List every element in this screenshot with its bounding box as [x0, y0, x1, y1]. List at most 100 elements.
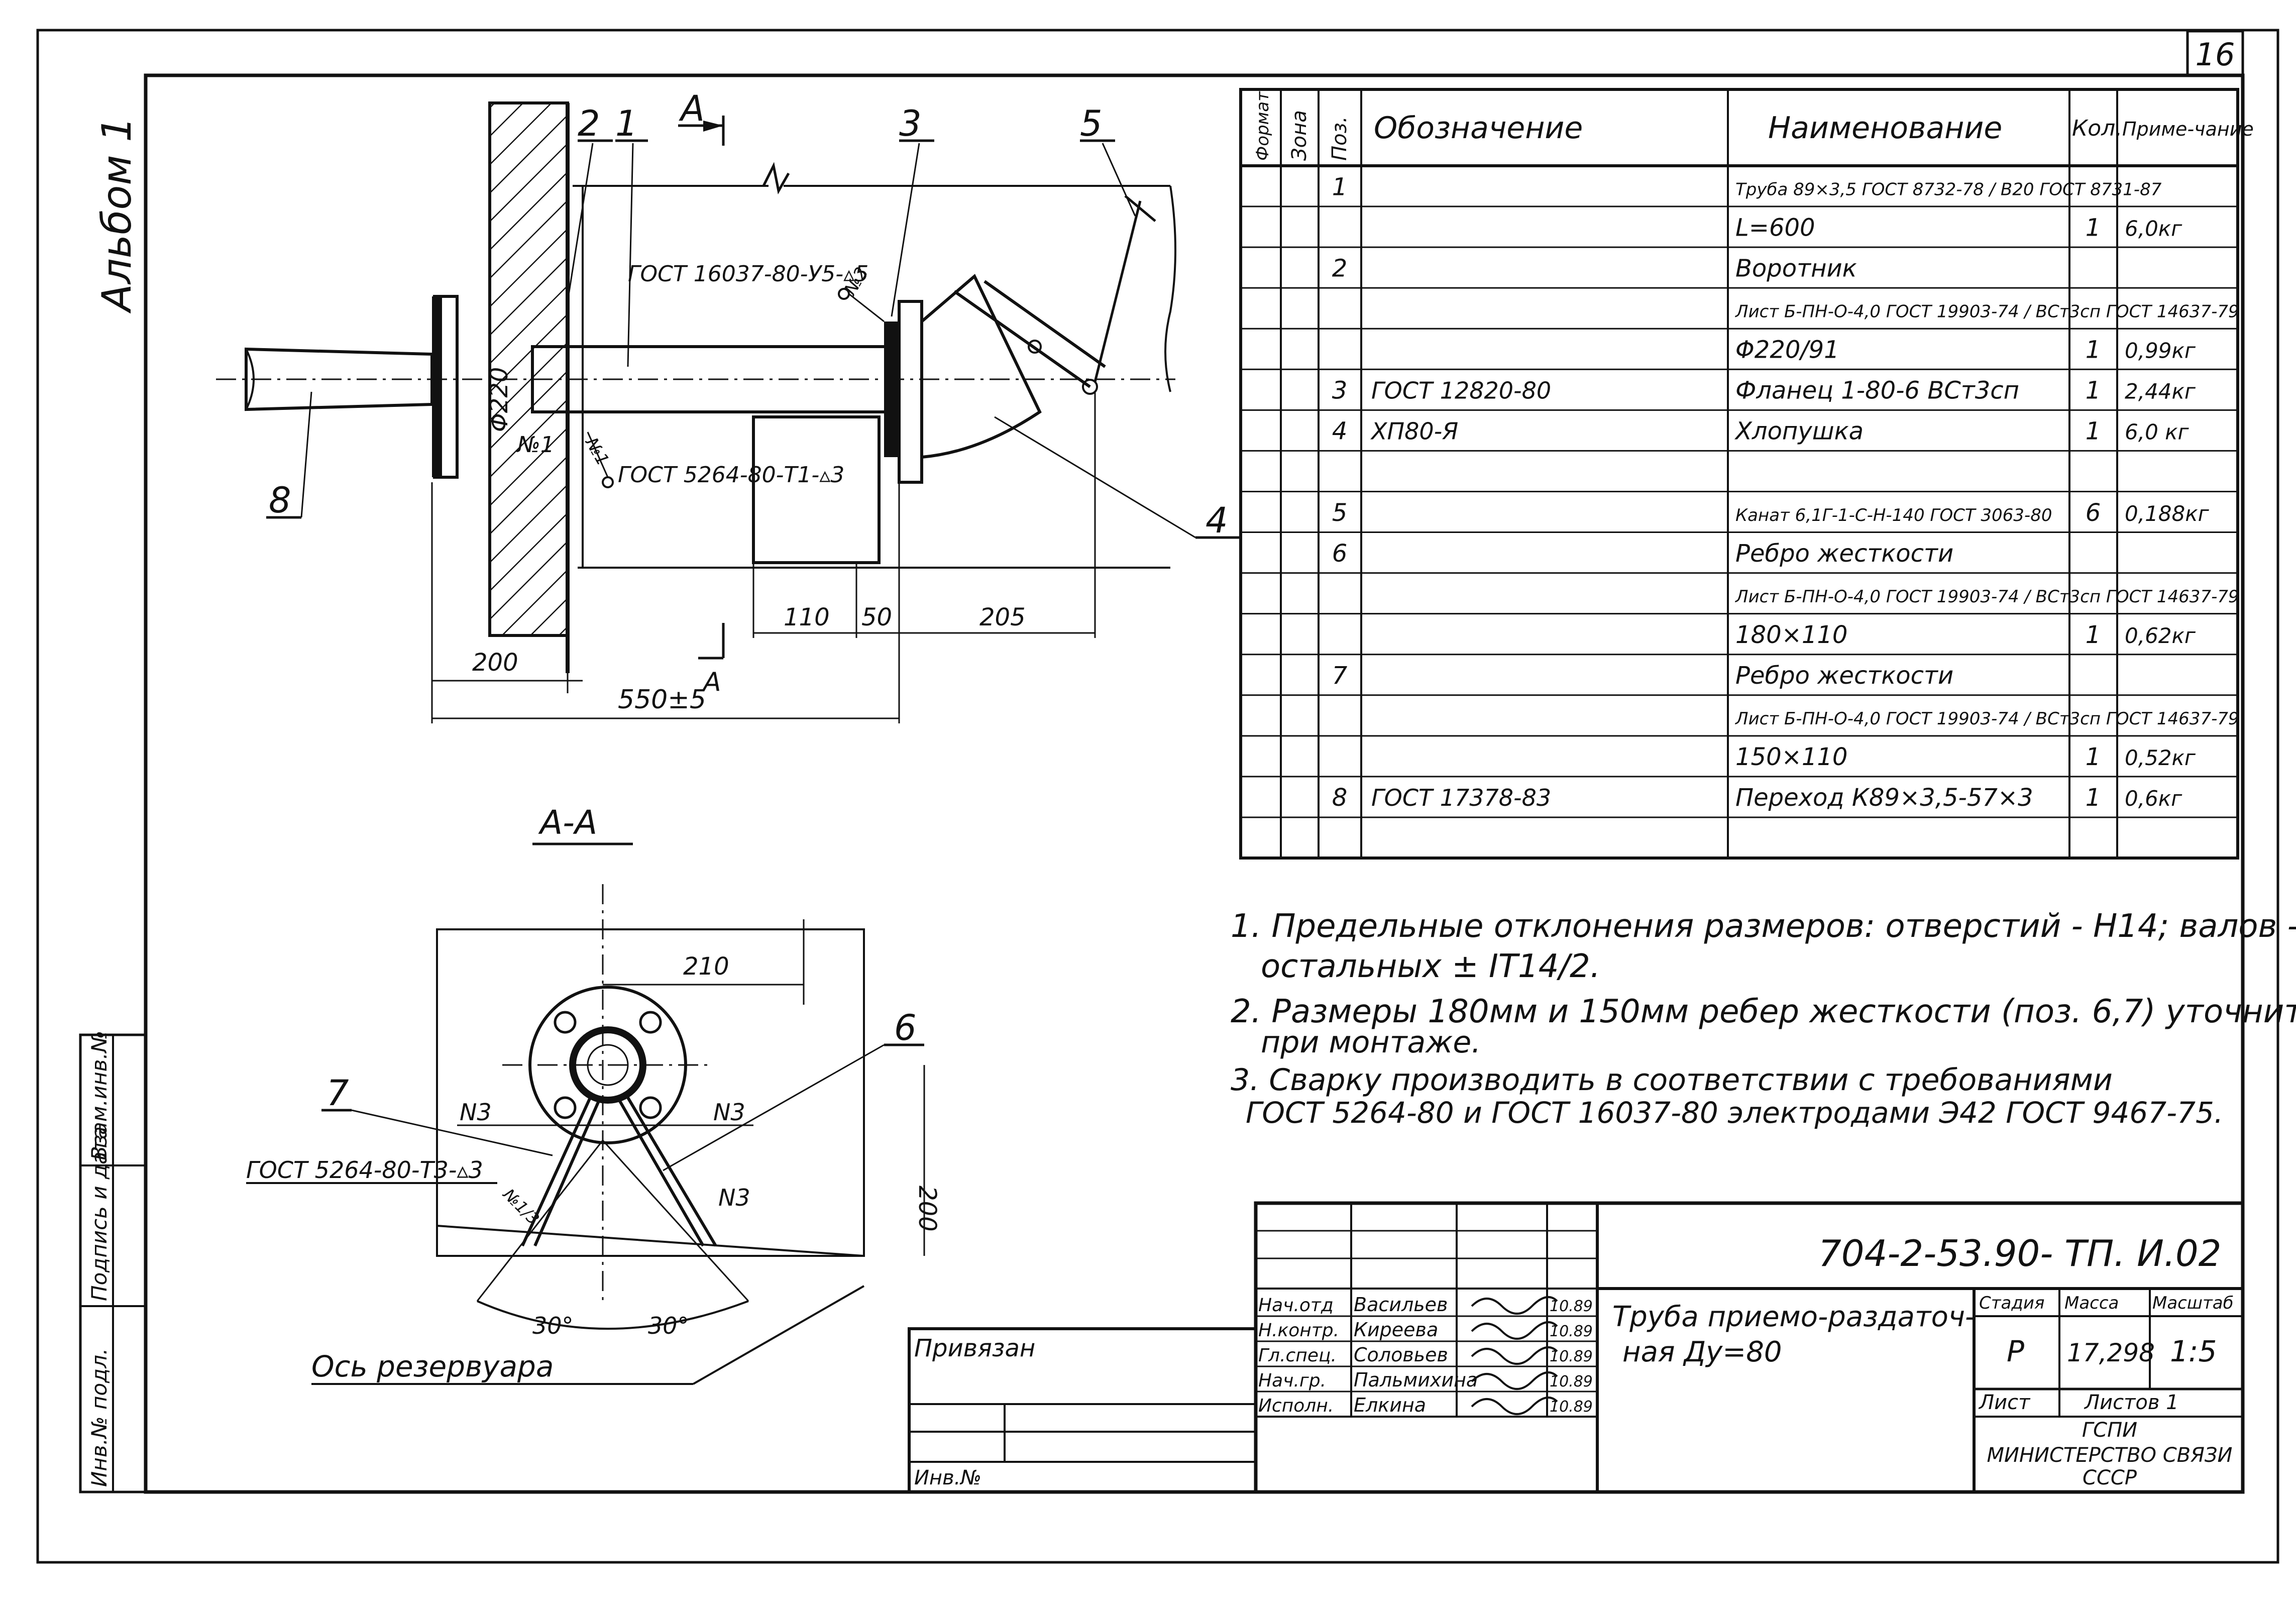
table-cell-qty: 1 — [2086, 377, 2101, 405]
table-cell-name: Переход К89×3,5-57×3 — [1735, 784, 2033, 812]
table-cell-qty: 1 — [2086, 213, 2101, 242]
table-cell-name: Хлопушка — [1734, 417, 1864, 446]
table-cell-note: 0,52кг — [2125, 745, 2196, 770]
handwritten-signature — [1471, 1296, 1558, 1315]
signature-role: Гл.спец. — [1258, 1345, 1337, 1366]
table-cell-note: 6,0кг — [2125, 216, 2182, 241]
weld-n4: №1/3 — [499, 1184, 543, 1228]
spec-rows: 1 Труба 89×3,5 ГОСТ 8732-78 / В20 ГОСТ 87… — [1241, 173, 2239, 859]
table-cell-name: Труба 89×3,5 ГОСТ 8732-78 / В20 ГОСТ 873… — [1735, 179, 2162, 199]
dim-110: 110 — [784, 603, 830, 631]
table-cell-name: Ребро жесткости — [1735, 662, 1953, 690]
note-line: 3. Сварку производить в соответствии с т… — [1231, 1062, 2113, 1098]
note-line: при монтаже. — [1261, 1025, 1481, 1060]
sheet-label: Лист — [1978, 1391, 2031, 1414]
bound-label: Привязан — [914, 1334, 1035, 1362]
callout-7: 7 — [326, 1073, 349, 1114]
signature-name: Васильев — [1354, 1294, 1448, 1316]
table-cell-pos: 4 — [1332, 417, 1348, 446]
table-cell-note: 2,44кг — [2125, 379, 2196, 404]
dim-200-top: 200 — [472, 649, 518, 677]
side-view: 2 1 А 3 5 8 4 ГОСТ 16037-80-У5-▵5 ГОСТ 5… — [216, 88, 1241, 723]
table-cell-designation: ГОСТ 17378-83 — [1371, 784, 1551, 811]
table-cell-name: 180×110 — [1735, 621, 1847, 649]
reservoir-axis: Ось резервуара — [311, 1349, 554, 1383]
table-cell-name: Фланец 1-80-6 ВСт3сп — [1735, 377, 2019, 405]
callout-4: 4 — [1206, 500, 1228, 541]
mass-label: Масса — [2064, 1293, 2119, 1313]
table-cell-pos: 1 — [1332, 173, 1348, 201]
table-cell-pos: 8 — [1332, 784, 1348, 812]
table-cell-designation: ГОСТ 12820-80 — [1371, 377, 1551, 404]
side-stamp-replace: Взам.инв.№ — [87, 1031, 112, 1160]
dim-550: 550±5 — [618, 685, 706, 715]
org-line3: СССР — [2083, 1466, 2137, 1489]
album-label: Альбом 1 — [93, 117, 140, 314]
weld-n3-left: N3 — [460, 1099, 492, 1126]
col-header-zone: Зона — [1288, 110, 1311, 161]
col-header-format: Формат — [1253, 91, 1273, 161]
table-cell-qty: 6 — [2086, 499, 2101, 527]
callout-A-bottom: А — [702, 667, 721, 697]
table-cell-name: L=600 — [1735, 213, 1815, 242]
note-line: 1. Предельные отклонения размеров: отвер… — [1231, 908, 2296, 945]
callout-2: 2 — [578, 103, 600, 144]
handwritten-signature — [1471, 1346, 1558, 1365]
sheets-label: Листов 1 — [2084, 1391, 2179, 1414]
gost-weld-section: ГОСТ 5264-80-Т3-▵3 — [246, 1156, 483, 1184]
col-header-name: Наименование — [1768, 111, 2002, 146]
col-header-note: Приме-чание — [2122, 118, 2254, 140]
gost-weld-top: ГОСТ 16037-80-У5-▵5 — [628, 261, 868, 287]
doc-code: 704-2-53.90- ТП. И.02 — [1818, 1232, 2221, 1274]
table-cell-qty: 1 — [2086, 336, 2101, 364]
table-cell-qty: 1 — [2086, 743, 2101, 771]
angle-30-left: 30° — [532, 1312, 574, 1339]
org-line1: ГСПИ — [2082, 1419, 2137, 1442]
handwritten-signature — [1471, 1321, 1558, 1340]
table-cell-note: 0,62кг — [2125, 623, 2196, 648]
side-stamp: Инв.№ подл. Подпись и дата Взам.инв.№ — [79, 1031, 147, 1493]
reservoir-wall — [488, 101, 569, 637]
org-line2: МИНИСТЕРСТВО СВЯЗИ — [1987, 1444, 2233, 1467]
angle-30-right: 30° — [648, 1312, 689, 1339]
dim-205: 205 — [979, 603, 1026, 631]
stage-label: Стадия — [1979, 1293, 2044, 1313]
col-header-pos: Поз. — [1328, 116, 1351, 161]
weld-n3-bottom: N3 — [718, 1184, 750, 1211]
signature-name: Соловьев — [1354, 1344, 1448, 1366]
table-cell-name: Лист Б-ПН-О-4,0 ГОСТ 19903-74 / ВСт3сп Г… — [1734, 587, 2239, 607]
col-header-designation: Обозначение — [1374, 111, 1583, 146]
table-cell-qty: 1 — [2086, 621, 2101, 649]
spec-table: Формат Зона Поз. Обозначение Наименовани… — [1239, 88, 2254, 860]
callout-A-top: А — [679, 88, 705, 129]
signature-role: Исполн. — [1258, 1396, 1334, 1416]
table-cell-pos: 5 — [1332, 499, 1348, 527]
sheet-number: 16 — [2196, 36, 2235, 73]
title-line2: ная Ду=80 — [1622, 1336, 1782, 1368]
dia-label: Φ220 — [485, 367, 513, 432]
table-cell-qty: 1 — [2086, 417, 2101, 446]
table-cell-pos: 6 — [1332, 540, 1348, 568]
signature-name: Киреева — [1354, 1319, 1438, 1341]
table-cell-pos: 3 — [1332, 377, 1348, 405]
callout-5: 5 — [1080, 103, 1103, 144]
signature-name: Елкина — [1354, 1394, 1426, 1416]
scale-value: 1:5 — [2170, 1334, 2217, 1368]
inv-label: Инв.№ — [914, 1466, 981, 1489]
table-cell-name: Φ220/91 — [1735, 336, 1839, 364]
callout-6: 6 — [894, 1007, 917, 1048]
table-cell-name: Лист Б-ПН-О-4,0 ГОСТ 19903-74 / ВСт3сп Г… — [1734, 302, 2239, 322]
section-view: А-А 30° 30° Ось резервуара 210 200 7 — [246, 803, 941, 1385]
col-header-qty: Кол. — [2072, 116, 2122, 141]
table-cell-pos: 7 — [1332, 662, 1348, 690]
table-cell-name: Воротник — [1735, 254, 1857, 282]
table-cell-note: 0,99кг — [2125, 339, 2196, 363]
scale-label: Масштаб — [2152, 1293, 2234, 1313]
note-line: 2. Размеры 180мм и 150мм ребер жесткости… — [1231, 993, 2296, 1030]
table-cell-designation: ХП80-Я — [1370, 418, 1458, 445]
weld-n3-right: N3 — [713, 1099, 745, 1126]
notes-block: 1. Предельные отклонения размеров: отвер… — [1231, 908, 2296, 1130]
